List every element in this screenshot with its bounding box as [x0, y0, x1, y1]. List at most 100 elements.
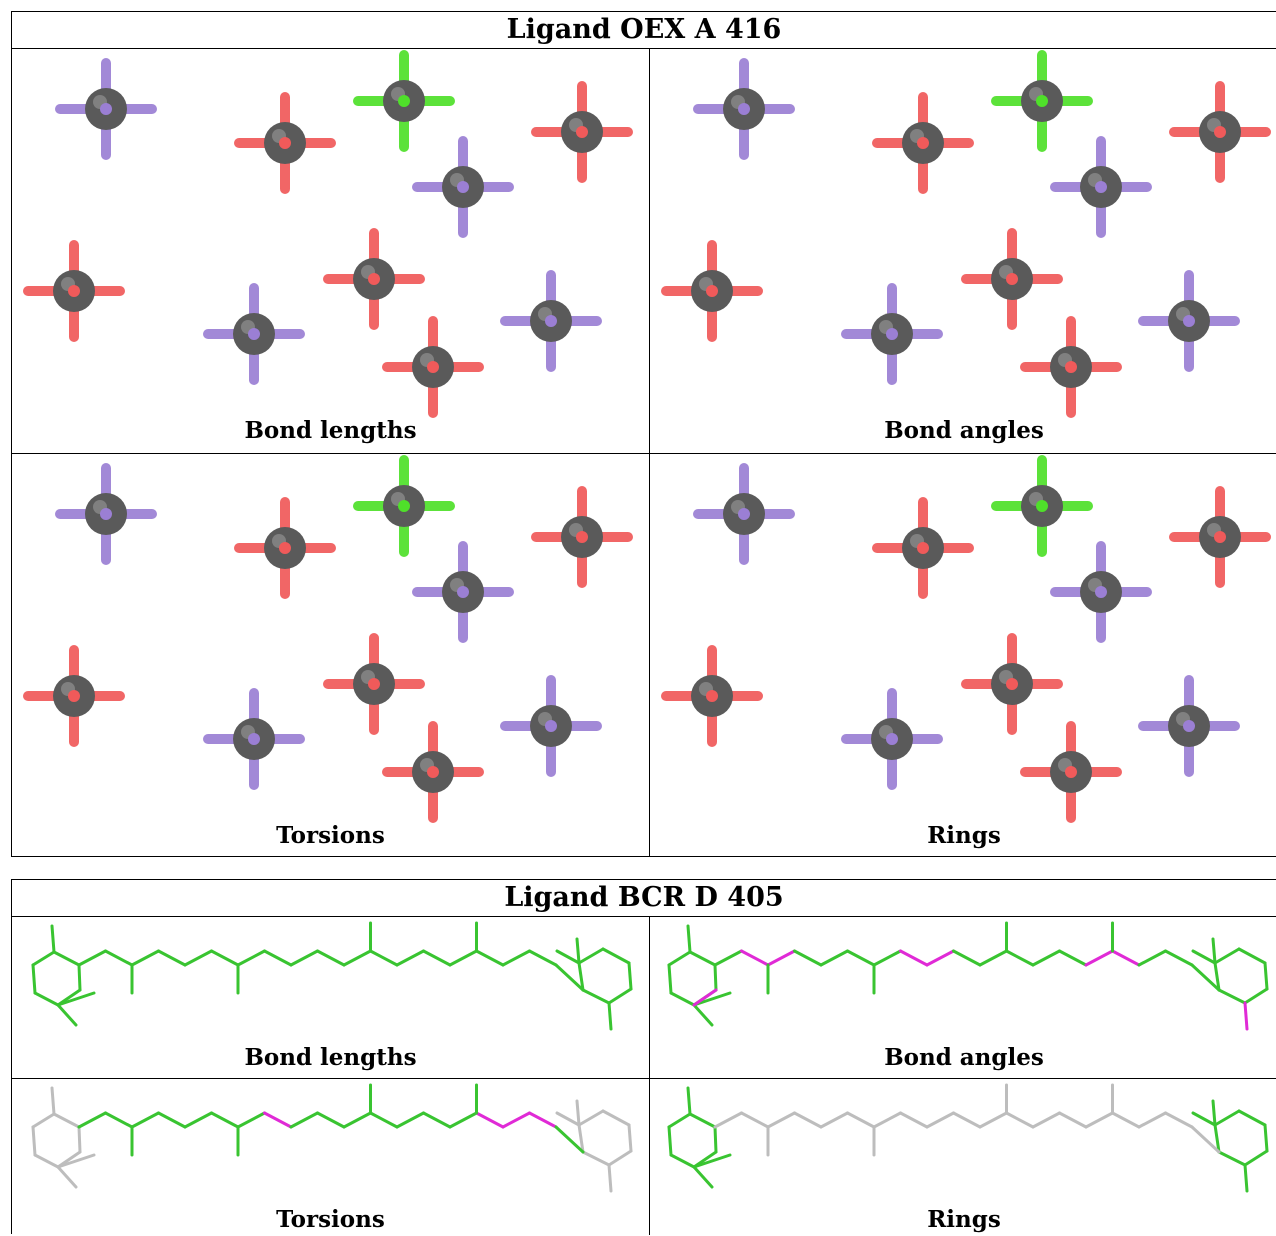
- atom-center: [1036, 95, 1048, 107]
- atom-center: [368, 678, 380, 690]
- oxygen-atom: [234, 497, 336, 599]
- chain-bond: [1084, 949, 1114, 967]
- chain-bond: [289, 1111, 319, 1129]
- atom-center: [427, 766, 439, 778]
- ring-left-bond: [52, 1112, 81, 1129]
- manganese-atom: [412, 136, 514, 238]
- methyl-bond: [692, 1165, 714, 1189]
- chain-bond: [1137, 949, 1167, 967]
- calcium-atom: [353, 50, 455, 152]
- chain-bond: [713, 1111, 743, 1129]
- chain-bond: [1084, 1111, 1114, 1129]
- atom-center: [248, 328, 260, 340]
- chain-bond: [316, 949, 346, 967]
- methyl-bond: [555, 949, 581, 965]
- bcr-bond-angles-image: [667, 921, 1269, 1031]
- oxygen-atom: [961, 633, 1063, 735]
- ring-left-bond: [667, 1112, 692, 1129]
- ring-left-bond: [77, 1125, 82, 1154]
- manganese-atom: [203, 283, 305, 385]
- table-title: Ligand BCR D 405: [12, 880, 1276, 917]
- methyl-bond: [555, 1111, 581, 1127]
- oex-rings-image: [661, 455, 1271, 823]
- ring-left-bond: [77, 963, 82, 992]
- methyl-bond: [56, 1003, 78, 1027]
- chain-bond: [1058, 949, 1088, 967]
- ligand-bcr-table: Ligand BCR D 405 Bond lengths Bond angle…: [11, 879, 1276, 1235]
- methyl-bond: [607, 1001, 613, 1031]
- oxygen-atom: [234, 92, 336, 194]
- atom-center: [545, 315, 557, 327]
- atom-center: [738, 103, 750, 115]
- ring-left-bond: [31, 963, 37, 995]
- oxygen-atom: [872, 497, 974, 599]
- chain-bond: [872, 1111, 902, 1129]
- ring-right-bond: [1217, 988, 1247, 1005]
- atom-center: [1183, 315, 1195, 327]
- ring-left-bond: [52, 950, 81, 967]
- panel-caption: Bond lengths: [244, 1044, 417, 1071]
- table-title: Ligand OEX A 416: [12, 12, 1276, 49]
- chain-bond: [369, 949, 399, 967]
- chain-bond: [1111, 1111, 1141, 1129]
- chain-bond: [925, 1111, 955, 1129]
- ring-right-bond: [1217, 1150, 1247, 1167]
- ring-right-bond: [607, 1149, 633, 1167]
- panel-bond-angles: Bond angles: [649, 49, 1276, 453]
- chain-bond: [1164, 949, 1194, 967]
- methyl-bond: [56, 991, 96, 1007]
- methyl-bond: [692, 1003, 714, 1027]
- atom-center: [1065, 766, 1077, 778]
- methyl-bond: [1191, 949, 1217, 965]
- chain-bond: [448, 1111, 478, 1129]
- bcr-molecule: [31, 921, 633, 1031]
- oex-bond-angles-image: [661, 50, 1271, 418]
- ring-left-bond: [33, 991, 60, 1007]
- manganese-atom: [693, 58, 795, 160]
- atom-center: [706, 285, 718, 297]
- ring-left-bond: [667, 1125, 673, 1157]
- atom-center: [398, 500, 410, 512]
- ligand-oex-table: Ligand OEX A 416 Bond lengths Bond angle…: [11, 11, 1276, 857]
- atom-center: [1065, 361, 1077, 373]
- manganese-atom: [1138, 675, 1240, 777]
- manganese-atom: [1050, 136, 1152, 238]
- chain-bond: [422, 949, 452, 967]
- methyl-bond: [1211, 937, 1217, 965]
- ring-right-bond: [601, 1109, 631, 1127]
- ring-right-bond: [1263, 1123, 1269, 1153]
- panel-caption: Torsions: [276, 822, 385, 849]
- methyl-bond: [575, 937, 581, 965]
- methyl-bond: [686, 924, 692, 954]
- atom-center: [100, 508, 112, 520]
- methyl-bond: [692, 1153, 732, 1169]
- atom-center: [1214, 531, 1226, 543]
- chain-bond: [952, 1111, 982, 1129]
- chain-bond: [925, 949, 955, 967]
- ring-right-bond: [1237, 1109, 1267, 1127]
- atom-center: [279, 137, 291, 149]
- chain-bond: [740, 949, 770, 967]
- ring-right-bond: [1213, 1109, 1241, 1127]
- manganese-atom: [412, 541, 514, 643]
- chain-bond: [369, 1111, 399, 1129]
- chain-bond: [1031, 1111, 1061, 1129]
- panel-caption: Bond lengths: [244, 417, 417, 444]
- chain-bond: [1164, 1111, 1194, 1129]
- atom-center: [1214, 126, 1226, 138]
- atom-center: [368, 273, 380, 285]
- atom-center: [886, 328, 898, 340]
- chain-bond: [872, 949, 902, 967]
- chain-bond: [183, 1111, 213, 1129]
- chain-bond: [528, 1111, 558, 1129]
- ring-right-bond: [1213, 947, 1241, 965]
- chain-bond: [952, 949, 982, 967]
- manganese-atom: [1138, 270, 1240, 372]
- atom-center: [1006, 273, 1018, 285]
- chain-bond: [793, 949, 823, 967]
- methyl-bond: [56, 1165, 78, 1189]
- ring-right-bond: [577, 947, 605, 965]
- chain-bond: [1005, 1111, 1035, 1129]
- bcr-rings-image: [667, 1083, 1269, 1193]
- manganese-atom: [55, 58, 157, 160]
